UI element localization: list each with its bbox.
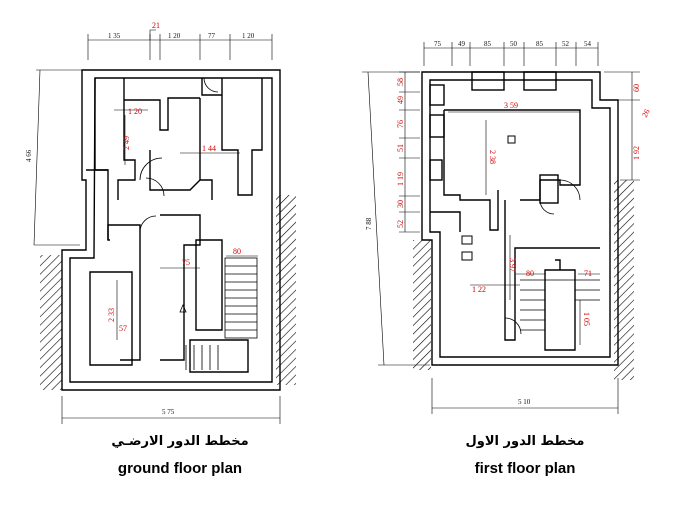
first-right-dim-1: 60: [632, 84, 641, 92]
first-left-dim-2: 49: [396, 96, 405, 104]
ground-wall-k: [107, 224, 141, 361]
first-window-1: [471, 71, 505, 91]
first-window-2: [523, 71, 557, 91]
first-red-7: 1 05: [582, 312, 591, 326]
first-red-5: 80: [526, 269, 534, 278]
ground-wall-g: [221, 78, 263, 196]
first-top-dim-1: 75: [434, 40, 442, 48]
ground-arrow: [179, 303, 187, 313]
ground-red-3: 1 44: [202, 144, 216, 153]
ground-red-7: 57: [119, 324, 127, 333]
first-left-dim-7: 52: [396, 220, 405, 228]
first-left-dim-4: 51: [396, 144, 405, 152]
first-stairs: [520, 279, 600, 331]
ground-door-4: [203, 77, 219, 93]
first-left-dim-1: 58: [396, 78, 405, 86]
first-wall-a: [444, 109, 581, 201]
ground-wall-f: [201, 78, 222, 96]
first-top-dim-5: 85: [536, 40, 544, 48]
first-red-1: 3 59: [504, 101, 518, 110]
first-red-3: 3 97: [508, 258, 517, 272]
ground-wall-e: [117, 100, 136, 200]
first-wall-d: [504, 200, 600, 341]
first-red-2: 2 38: [488, 150, 497, 164]
ground-red-2: 2 49: [122, 136, 131, 150]
first-left-dim-3: 76: [396, 120, 405, 128]
first-fixture-1: [461, 235, 473, 245]
ground-door-3: [139, 215, 157, 233]
ground-bottom-dim: 5 75: [162, 408, 175, 416]
first-red-6: 71: [584, 269, 592, 278]
ground-wall-i: [149, 150, 201, 191]
ground-red-6: 2 33: [107, 308, 116, 322]
first-top-dim-7: 54: [584, 40, 592, 48]
first-floor-plan: [413, 71, 634, 380]
first-column: [539, 174, 559, 204]
first-outer-wall: [421, 71, 619, 366]
ground-outer-wall: [61, 69, 281, 391]
ground-room-left: [89, 271, 133, 366]
first-window-3: [429, 84, 445, 106]
ground-inner-wall: [69, 77, 273, 383]
ground-wall-j: [160, 214, 201, 361]
ground-door-2: [145, 177, 165, 197]
first-left-hatch: [413, 240, 431, 370]
ground-stairs: [185, 257, 258, 370]
first-overall-left-dim: 7 88: [365, 217, 373, 230]
ground-title-english: ground floor plan: [117, 460, 243, 477]
first-small-square: [507, 135, 516, 144]
first-stair-core: [544, 269, 576, 351]
first-window-4: [429, 114, 445, 138]
ground-dimensions: [33, 29, 281, 424]
ground-title-arabic: مخطط الدور الارضـي: [111, 434, 249, 449]
ground-left-dim: 4 66: [25, 149, 33, 162]
first-wall-e: [555, 259, 561, 270]
first-fixture-2: [461, 251, 473, 261]
first-door-1: [559, 179, 581, 201]
first-right-dim-3: 1 92: [632, 146, 641, 160]
ground-top-dim-4: 1 20: [242, 32, 255, 40]
ground-top-dim-2: 1 20: [168, 32, 181, 40]
first-red-4: 1 22: [472, 285, 486, 294]
ground-landing: [189, 339, 249, 373]
first-right-dim-2: 26: [640, 108, 652, 119]
ground-top-dim-3: 77: [208, 32, 216, 40]
ground-right-hatch: [276, 195, 296, 385]
ground-left-hatch: [40, 255, 62, 390]
first-top-dim-2: 49: [458, 40, 466, 48]
ground-red-4: 75: [182, 258, 190, 267]
first-left-dim-5: 1 19: [396, 172, 405, 186]
first-title-english: first floor plan: [474, 460, 576, 477]
ground-red-5: 80: [233, 247, 241, 256]
ground-red-1: 1 20: [128, 107, 142, 116]
ground-door-1: [139, 157, 163, 181]
first-bottom-dim: 5 10: [518, 398, 531, 406]
first-left-dim-6: 30: [396, 200, 405, 208]
first-right-hatch: [614, 180, 634, 380]
first-title-arabic: مخطط الدور الاول: [465, 434, 585, 449]
ground-column: [195, 239, 223, 331]
first-door-3: [504, 317, 522, 335]
first-wall-c: [430, 211, 461, 232]
first-inner-wall: [429, 79, 611, 358]
ground-wall-h: [199, 98, 213, 200]
first-top-dim-6: 52: [562, 40, 570, 48]
ground-top-small-dim: 21: [152, 21, 160, 30]
first-door-2: [539, 199, 555, 215]
ground-top-dim-1: 1 35: [108, 32, 121, 40]
first-top-dim-3: 85: [484, 40, 492, 48]
first-window-5: [429, 159, 443, 181]
first-dimensions: [362, 42, 640, 414]
first-top-dim-4: 50: [510, 40, 518, 48]
first-wall-b: [443, 110, 499, 231]
ground-wall-a: [94, 78, 110, 241]
ground-floor-plan: [40, 69, 296, 391]
ground-wall-d: [124, 97, 200, 131]
